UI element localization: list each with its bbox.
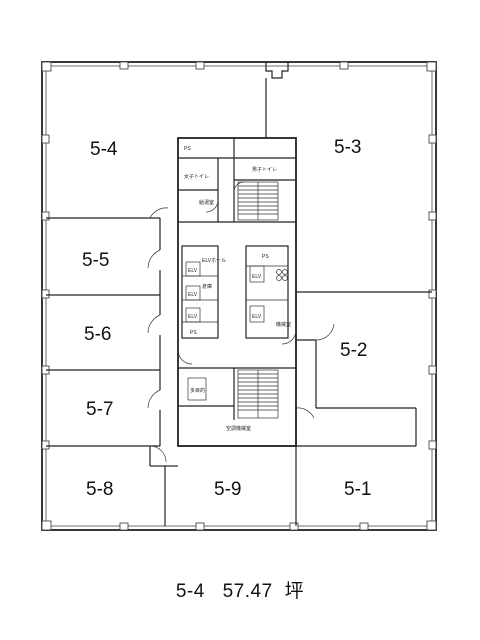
core-label-womens-toilet: 女子トイレ [184,173,209,180]
bottom-stair-treads [238,370,278,418]
core-label-ps-top: PS [184,146,191,152]
core-label-elv-2: ELV [188,292,198,298]
area-caption: 5-4 57.47 坪 [0,576,480,603]
core-label-elv-4: ELV [252,274,262,280]
core-label-ac-room: 空調機械室 [226,425,251,432]
building-inner-outline [45,65,433,527]
core [177,137,297,447]
core-label-ps-right: PS [262,254,269,260]
caption-area-value: 57.47 [222,581,273,602]
top-notch [265,62,289,79]
core-label-elv-1: ELV [188,268,198,274]
core-label-storage: 倉庫 [202,283,212,290]
west-partitions [46,207,169,447]
unit-label-5-2: 5-2 [340,340,367,361]
core-label-elv-hall: ELVホール [202,258,226,264]
core-label-ps-left: PS [190,330,197,336]
unit-label-5-9: 5-9 [214,479,241,500]
caption-unit: 5-4 [175,581,205,602]
floor-plan: PS 女子トイレ 男子トイレ 給湯室 ELV ELV ELV ELV ELV P… [41,61,437,531]
core-label-mechanical-room: 機械室 [276,321,291,328]
unit-label-5-4: 5-4 [90,139,118,160]
unit-label-5-3: 5-3 [334,137,361,158]
top-stair-treads [238,182,278,220]
east-partitions [295,291,432,447]
core-label-utility: 給湯室 [199,199,214,206]
core-label-elv-3: ELV [188,314,198,320]
building-outline [41,61,437,531]
core-label-elv-5: ELV [252,314,262,320]
unit-label-5-6: 5-6 [84,324,111,345]
unit-label-5-8: 5-8 [86,479,113,500]
perimeter-columns [41,61,437,531]
unit-label-5-5: 5-5 [82,250,109,271]
caption-area-unit: 坪 [284,581,305,602]
core-label-accessible-toilet: 多目的 [190,387,205,394]
unit-label-5-7: 5-7 [86,399,113,420]
unit-label-5-1: 5-1 [344,479,371,500]
core-label-mens-toilet: 男子トイレ [252,166,277,173]
